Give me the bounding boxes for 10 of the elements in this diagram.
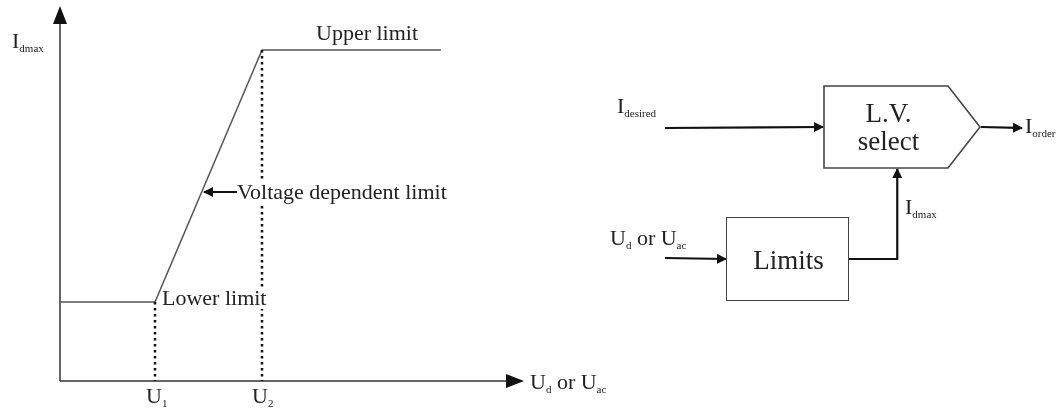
- signal-arrow: [665, 253, 727, 264]
- block-label: L.V. select: [856, 96, 921, 158]
- process-block: [726, 217, 849, 301]
- connector-arrow: [849, 168, 903, 261]
- signal-arrow: [665, 122, 824, 133]
- leader-arrow: [203, 187, 237, 197]
- selector-block: [823, 85, 981, 169]
- block-label: Limits: [752, 243, 825, 277]
- curve-label: Lower limit: [162, 287, 267, 309]
- signal-arrow: [980, 122, 1023, 133]
